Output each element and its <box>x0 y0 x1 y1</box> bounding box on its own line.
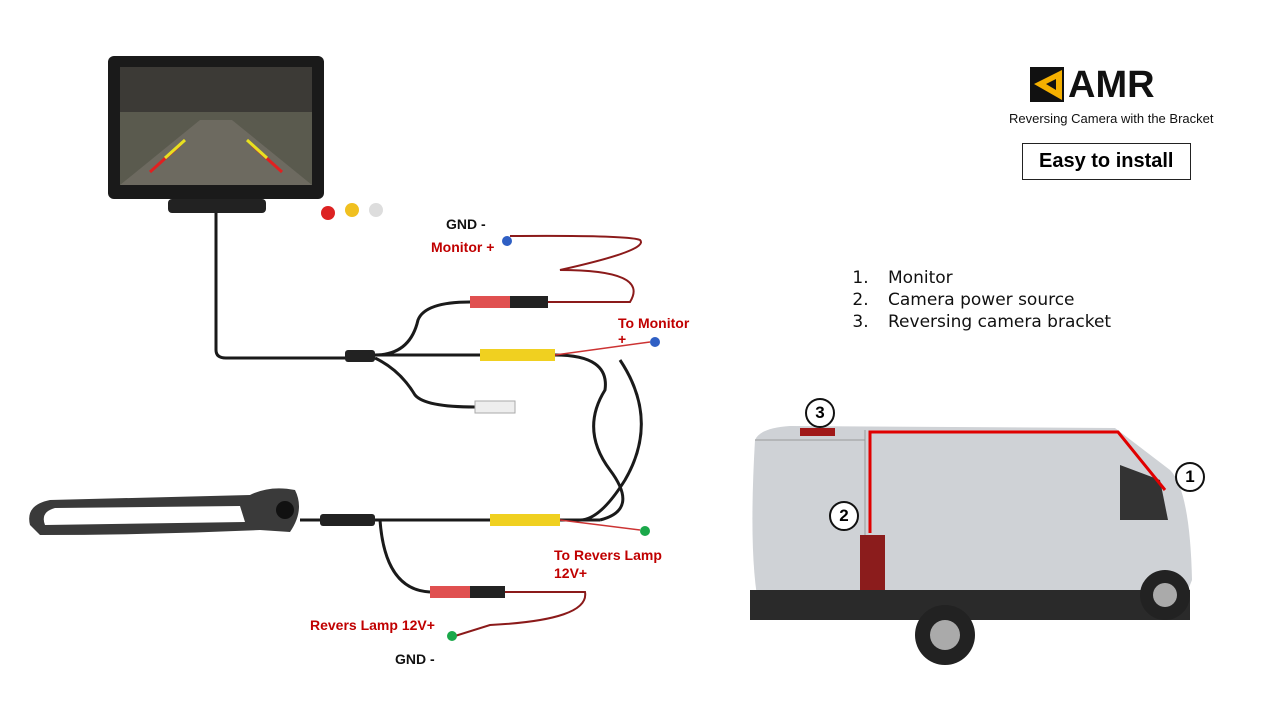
brand-subtitle: Reversing Camera with the Bracket <box>1009 111 1214 126</box>
legend-item: Reversing camera bracket <box>874 311 1111 333</box>
amr-logo <box>1030 67 1064 102</box>
legend-list: Monitor Camera power source Reversing ca… <box>848 267 1111 333</box>
legend-item: Monitor <box>874 267 1111 289</box>
marker-3: 3 <box>805 398 835 428</box>
to-monitor-plus-label: + <box>618 331 627 347</box>
legend-item: Camera power source <box>874 289 1111 311</box>
camera-bracket-image <box>29 488 300 535</box>
marker-2: 2 <box>829 501 859 531</box>
to-revers-lamp-label: To Revers Lamp <box>554 547 662 563</box>
van-image <box>750 426 1192 665</box>
to-monitor-label: To Monitor <box>618 315 690 331</box>
monitor-image <box>108 56 383 220</box>
to-revers-lamp-voltage-label: 12V+ <box>554 565 588 581</box>
marker-1: 1 <box>1175 462 1205 492</box>
monitor-plus-label: Monitor + <box>431 239 495 255</box>
gnd-top-label: GND - <box>446 216 486 232</box>
gnd-bottom-label: GND - <box>395 651 435 667</box>
revers-lamp-label: Revers Lamp 12V+ <box>310 617 435 633</box>
brand-name: AMR <box>1068 64 1155 106</box>
easy-to-install-badge: Easy to install <box>1022 143 1191 180</box>
